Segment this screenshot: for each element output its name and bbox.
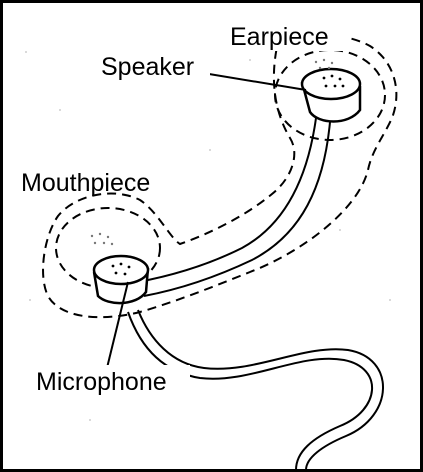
speaker-leader-line (197, 72, 306, 90)
earpiece-label: Earpiece (230, 23, 329, 51)
handset-handle (138, 118, 330, 296)
microphone-label: Microphone (36, 368, 167, 396)
speaker-label: Speaker (101, 53, 194, 81)
earpiece-ghost-holes (315, 59, 333, 69)
mouthpiece-ghost-holes (91, 233, 113, 245)
mouthpiece-label: Mouthpiece (21, 169, 150, 197)
